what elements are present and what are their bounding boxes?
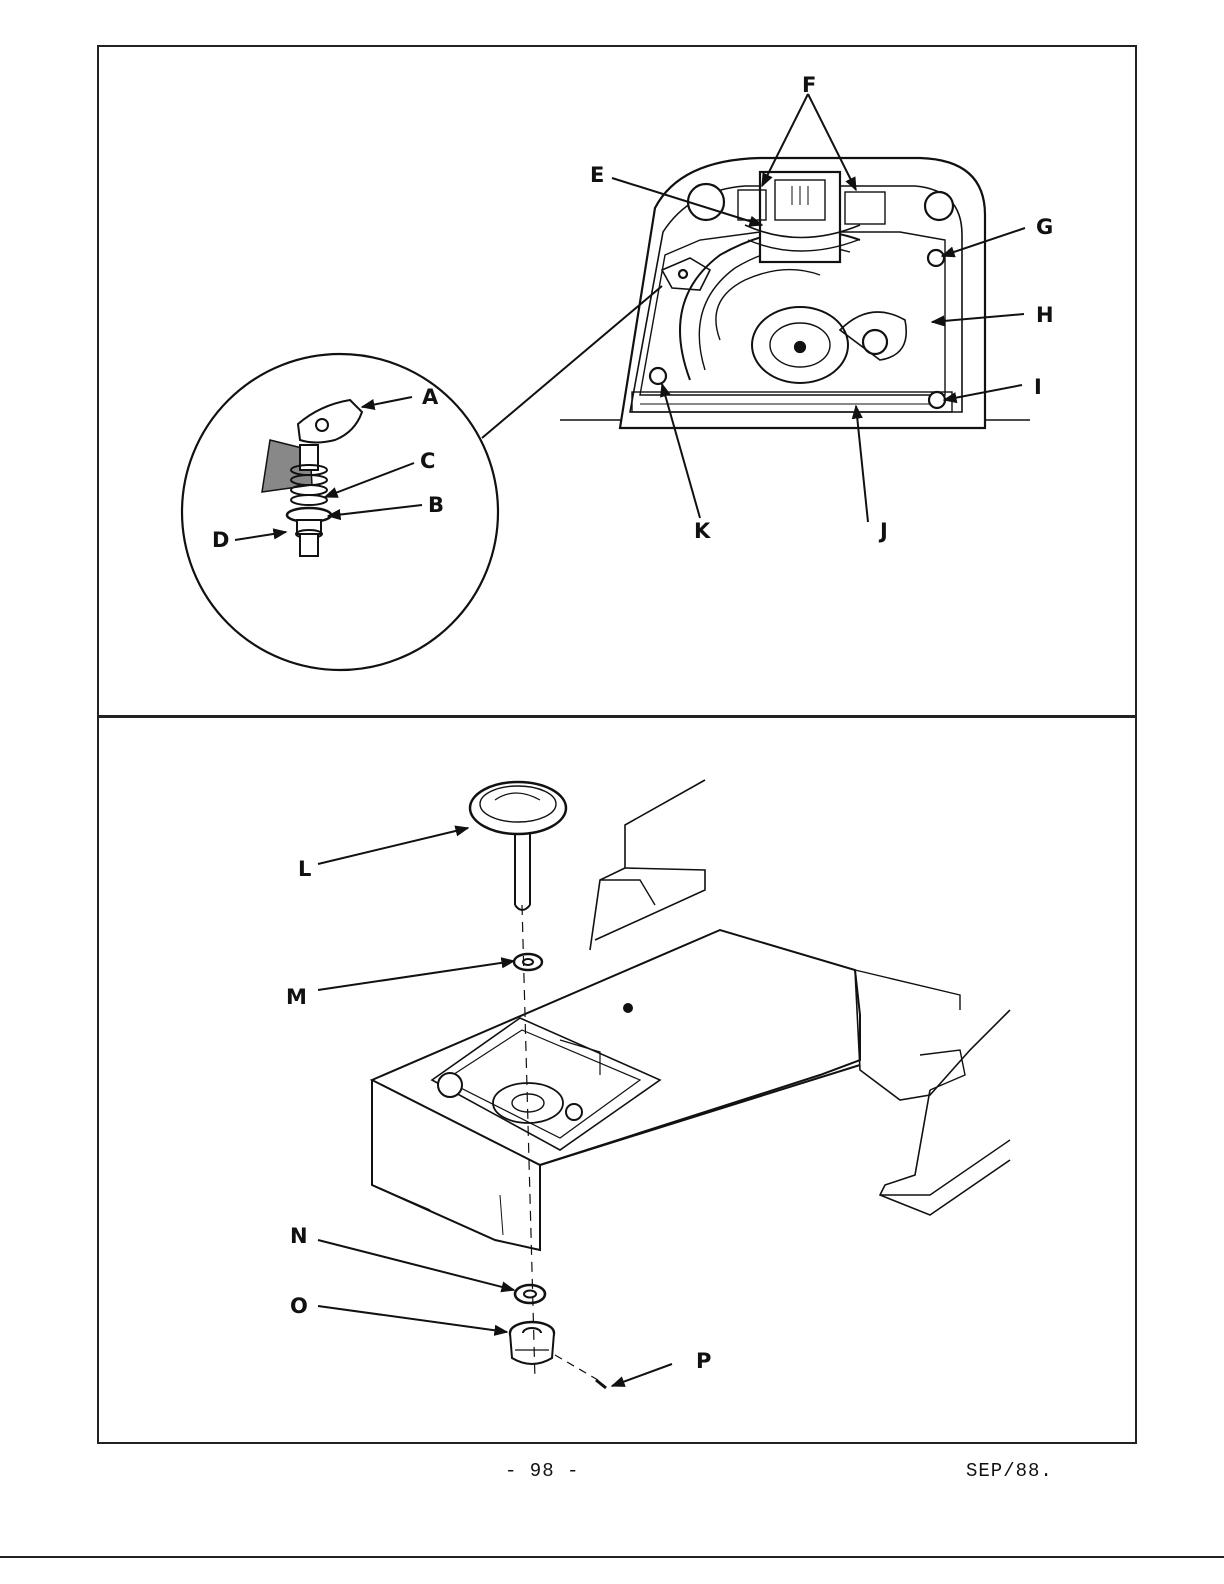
footer-date: SEP/88. xyxy=(966,1460,1053,1482)
top-leader-lines xyxy=(234,93,1026,541)
bobbin-case-housing xyxy=(560,156,1030,430)
exploded-parts xyxy=(468,780,607,1390)
label-n: N xyxy=(290,1224,308,1248)
label-h: H xyxy=(1036,303,1054,327)
page-number: - 98 - xyxy=(505,1460,580,1482)
bottom-figure-panel xyxy=(97,716,1137,1444)
label-p: P xyxy=(696,1349,711,1373)
label-m: M xyxy=(286,985,307,1009)
label-b: B xyxy=(428,493,444,517)
label-e: E xyxy=(590,163,604,187)
bottom-leader-lines xyxy=(317,825,673,1387)
label-d: D xyxy=(212,528,229,552)
label-g: G xyxy=(1036,215,1053,239)
label-j: J xyxy=(878,519,888,543)
label-k: K xyxy=(694,519,711,543)
detail-pointer-line xyxy=(481,285,663,439)
label-a: A xyxy=(422,385,439,409)
label-o: O xyxy=(290,1294,308,1318)
label-l: L xyxy=(298,857,311,881)
part-labels: A B C D E F G H I J K L M N O P xyxy=(212,73,1054,1373)
label-i: I xyxy=(1034,375,1042,399)
bottom-rule xyxy=(0,1556,1224,1558)
machine-bed-casting xyxy=(369,779,1011,1252)
label-f: F xyxy=(802,73,816,97)
spring-stud-detail xyxy=(261,398,364,557)
detail-magnifier-circle xyxy=(180,352,500,672)
label-c: C xyxy=(420,449,435,473)
